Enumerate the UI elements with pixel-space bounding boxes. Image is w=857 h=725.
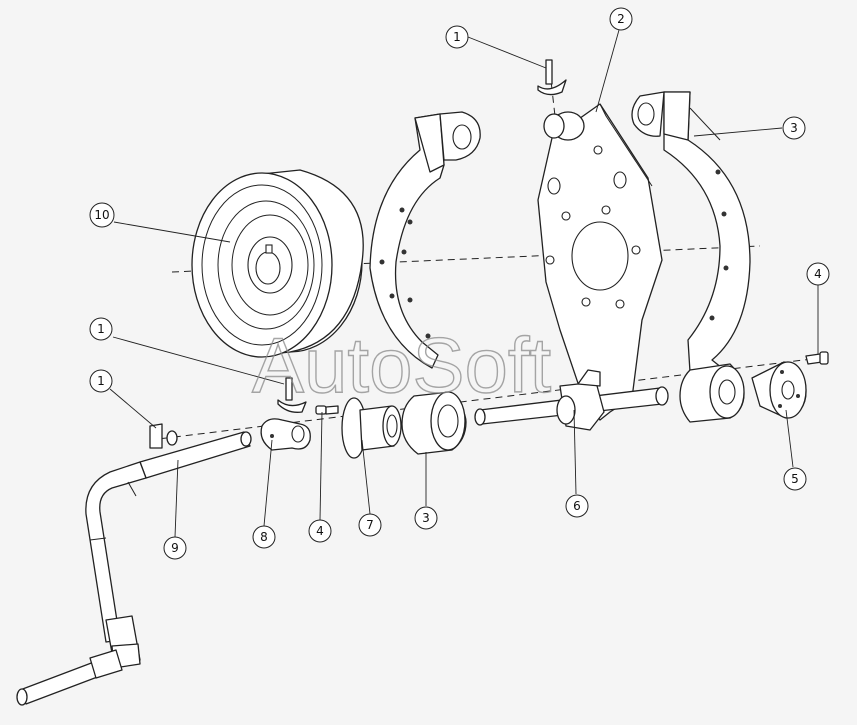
lever-part-8	[260, 418, 311, 451]
callout-7: 7	[358, 513, 382, 537]
svg-text:8: 8	[260, 530, 268, 544]
flanged-bushing-part-7	[341, 397, 402, 459]
svg-text:2: 2	[617, 12, 625, 26]
callout-4-right: 4	[806, 262, 830, 286]
svg-text:5: 5	[791, 472, 799, 486]
leader-lines	[109, 29, 819, 538]
callout-4-left: 4	[308, 519, 332, 543]
svg-text:6: 6	[573, 499, 581, 513]
callout-3-right: 3	[782, 116, 806, 140]
flange-part-5	[751, 361, 807, 419]
svg-text:3: 3	[422, 511, 430, 525]
svg-text:9: 9	[171, 541, 179, 555]
callout-2: 2	[609, 7, 633, 31]
lower-bushing-part-3	[401, 391, 467, 455]
callout-8: 8	[252, 525, 276, 549]
svg-text:4: 4	[316, 524, 324, 538]
callout-9: 9	[163, 536, 187, 560]
brake-backing-plate	[537, 103, 663, 421]
callout-6: 6	[565, 494, 589, 518]
right-bushing	[679, 363, 745, 423]
split-pin-mid	[277, 377, 307, 413]
svg-text:1: 1	[453, 30, 461, 44]
bolt-right-part-4	[805, 351, 829, 365]
autosoft-watermark: AutoSoft	[252, 321, 552, 409]
split-pin-top	[537, 59, 567, 96]
cam-shaft	[474, 369, 669, 431]
callout-1-mid: 1	[89, 317, 113, 341]
svg-text:3: 3	[790, 121, 798, 135]
pulley-drum	[191, 169, 364, 358]
svg-text:7: 7	[366, 518, 374, 532]
right-brake-shoe	[631, 91, 751, 373]
svg-text:10: 10	[94, 208, 109, 222]
bolt-left-part-4	[315, 405, 339, 415]
svg-text:1: 1	[97, 374, 105, 388]
callout-1-top: 1	[445, 25, 469, 49]
split-pin-left	[149, 423, 178, 449]
svg-text:1: 1	[97, 322, 105, 336]
callout-10: 10	[89, 202, 115, 228]
callout-1-left: 1	[89, 369, 113, 393]
svg-text:4: 4	[814, 267, 822, 281]
left-brake-shoe	[369, 111, 481, 369]
callout-5: 5	[783, 467, 807, 491]
crank-handle-part-9	[16, 431, 252, 706]
callout-3-lower: 3	[414, 506, 438, 530]
